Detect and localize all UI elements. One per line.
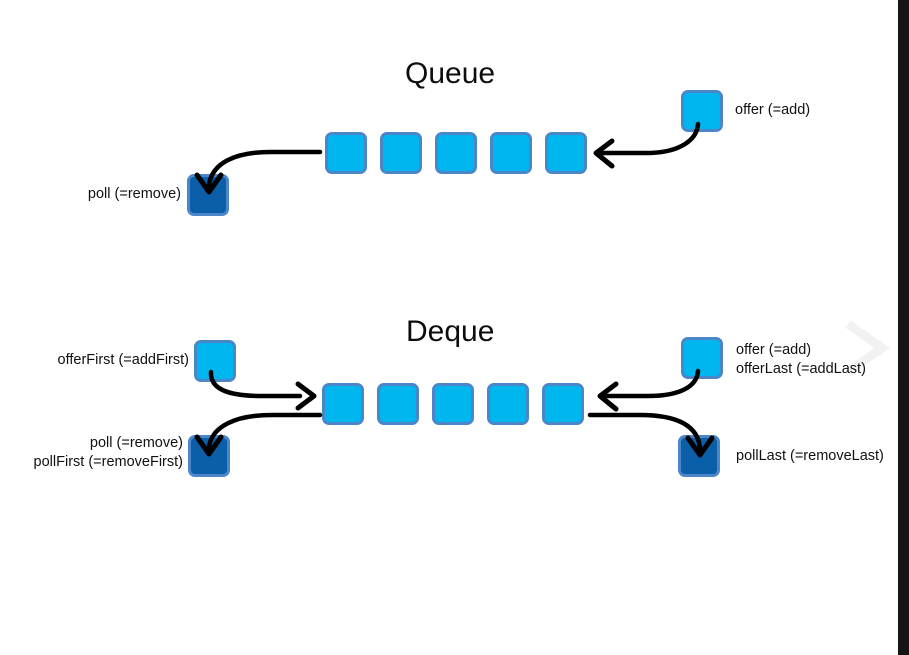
deque-section-title: Deque — [406, 315, 495, 348]
queue-offer-arrowhead — [593, 138, 615, 169]
deque-offer-first-box — [194, 340, 236, 382]
deque-poll-first-label-line1: poll (=remove) — [89, 435, 183, 451]
deque-element-box — [377, 383, 419, 425]
deque-offer-last-box — [681, 337, 723, 379]
deque-poll-last-box — [678, 435, 720, 477]
queue-element-box — [490, 132, 532, 174]
queue-poll-label: poll (=remove) — [87, 186, 181, 202]
deque-poll-first-label-line2: pollFirst (=removeFirst) — [33, 454, 183, 470]
deque-offer-first-arrowhead — [295, 381, 317, 411]
right-edge-band — [898, 0, 909, 655]
queue-element-box — [325, 132, 367, 174]
deque-offer-last-label-line2: offerLast (=addLast) — [736, 361, 866, 377]
queue-offer-box — [681, 90, 723, 132]
queue-element-box — [380, 132, 422, 174]
deque-element-box — [322, 383, 364, 425]
deque-element-box — [542, 383, 584, 425]
deque-offer-first-label: offerFirst (=addFirst) — [57, 352, 189, 368]
deque-element-box — [487, 383, 529, 425]
deque-element-box — [432, 383, 474, 425]
deque-poll-last-label: pollLast (=removeLast) — [736, 448, 884, 464]
queue-offer-label: offer (=add) — [735, 102, 811, 118]
deque-poll-first-box — [188, 435, 230, 477]
queue-section-title: Queue — [405, 57, 496, 90]
deque-offer-last-arrowhead — [597, 381, 619, 412]
queue-poll-box — [187, 174, 229, 216]
deque-offer-last-label-line1: offer (=add) — [736, 342, 812, 358]
queue-element-box — [435, 132, 477, 174]
queue-element-box — [545, 132, 587, 174]
